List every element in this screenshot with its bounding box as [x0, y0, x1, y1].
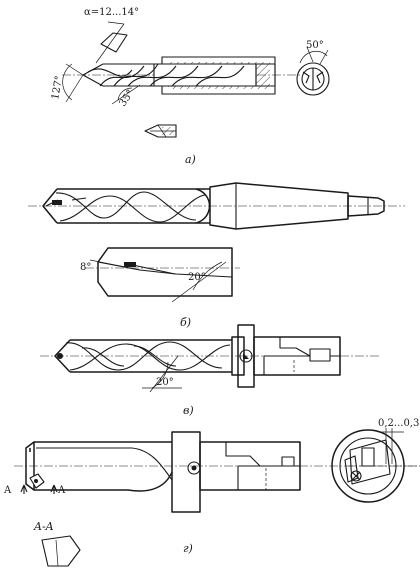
alpha-section-wedge [95, 21, 128, 64]
taper-shank-drill [28, 182, 405, 230]
angle-8-label: 8° [80, 262, 91, 273]
helix-angle-35-marker [111, 84, 141, 105]
twist-drill-a [62, 56, 300, 95]
figure-a: α=12...14° 127° [50, 7, 330, 166]
section-mark-right: A [57, 485, 66, 496]
angle-20-label-b: 20° [188, 272, 206, 283]
end-view-g [331, 428, 420, 503]
angle-127-label: 127° [50, 75, 65, 101]
alpha-angle-label: α=12...14° [84, 7, 139, 18]
angle-35-label: 35° [117, 88, 136, 109]
angle-20-label-v: 20° [156, 377, 174, 388]
angle-50-label: 50° [306, 40, 324, 51]
caption-g: г) [183, 542, 193, 555]
tip-detail-a [144, 124, 177, 138]
figure-g: A A A-A 0,2...0,3 г) [3, 418, 420, 567]
twist-drill-v [40, 324, 380, 388]
caption-v: в) [183, 404, 194, 417]
clearance-dimension-label: 0,2...0,3 [378, 418, 419, 429]
figure-v: 20° в) [40, 324, 380, 417]
point-angle-127-arc [62, 63, 84, 103]
section-aa-detail [41, 535, 81, 567]
caption-b: б) [180, 316, 191, 329]
end-view-a [296, 46, 330, 96]
caption-a: а) [185, 153, 196, 166]
lip-detail-b [85, 247, 240, 303]
helix-angle-20-marker-v [142, 355, 182, 393]
section-mark-left: A [3, 485, 12, 496]
figure-b: 8° 20° б) [28, 182, 405, 329]
section-title: A-A [33, 520, 54, 533]
